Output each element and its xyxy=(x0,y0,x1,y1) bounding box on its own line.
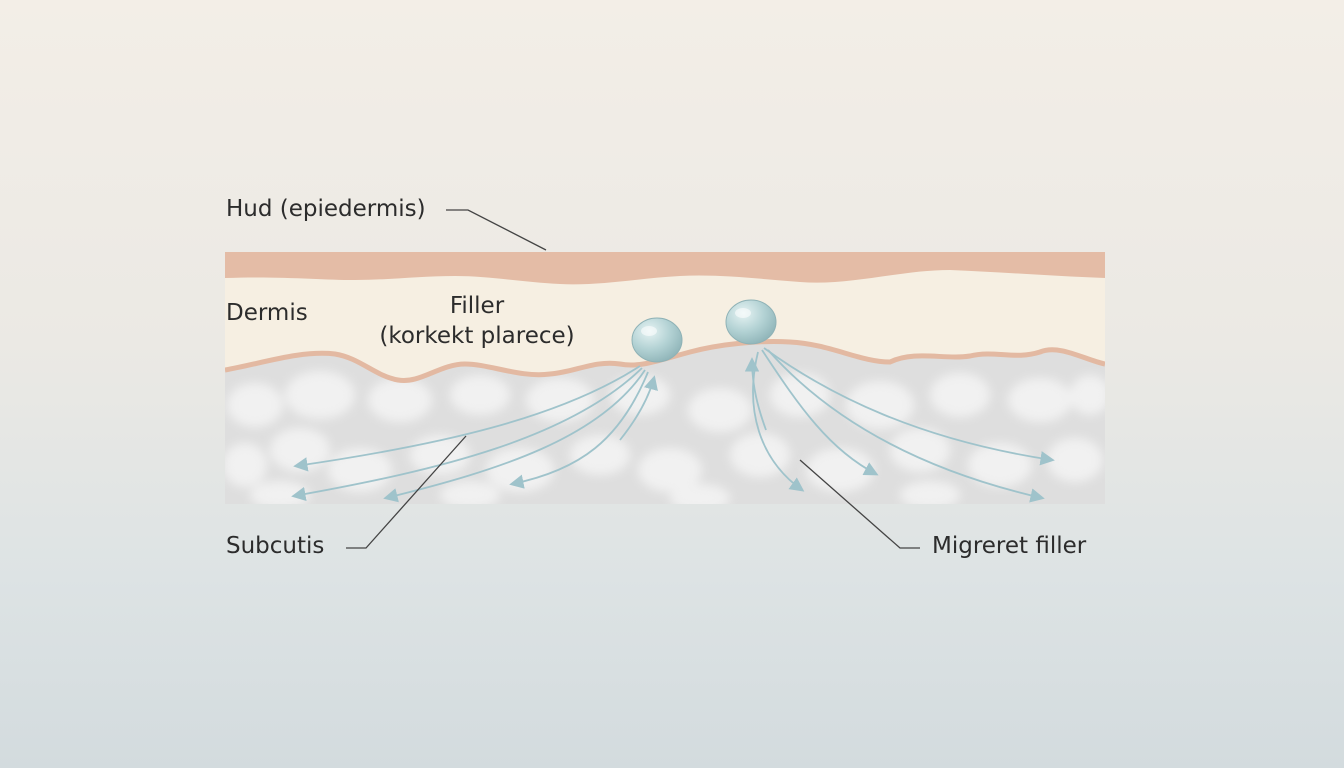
migration-arrow xyxy=(291,367,643,502)
subcutis-leader xyxy=(346,435,467,549)
filler-droplet xyxy=(631,317,683,363)
migration-arrow xyxy=(752,351,805,492)
filler-label: Filler (korkekt plarece) xyxy=(379,292,574,352)
migration-arrow xyxy=(619,375,658,441)
migration-arrow xyxy=(767,349,1045,503)
filler-droplet xyxy=(725,299,777,345)
migration-arrows-right xyxy=(744,347,1055,503)
subcutis-fat-cells xyxy=(225,371,1105,504)
filler-label-line2: (korkekt plarece) xyxy=(379,322,575,349)
migration-arrow xyxy=(293,365,641,472)
epidermis-label: Hud (epiedermis) xyxy=(226,196,426,222)
epidermis-layer xyxy=(225,252,1105,285)
epidermis-leader xyxy=(446,209,547,251)
dermis-label: Dermis xyxy=(226,300,308,326)
migration-arrow xyxy=(744,357,767,431)
migrated-filler-label: Migreret filler xyxy=(932,533,1087,559)
migration-arrows-left xyxy=(291,365,658,503)
migration-arrow xyxy=(509,371,649,489)
subcutis-label: Subcutis xyxy=(226,533,325,559)
filler-label-line1: Filler xyxy=(449,293,505,319)
migrated-leader xyxy=(799,459,920,549)
migration-arrow xyxy=(761,349,879,476)
migration-arrow xyxy=(383,369,646,503)
leader-lines xyxy=(346,209,920,549)
migration-arrow xyxy=(763,347,1055,466)
